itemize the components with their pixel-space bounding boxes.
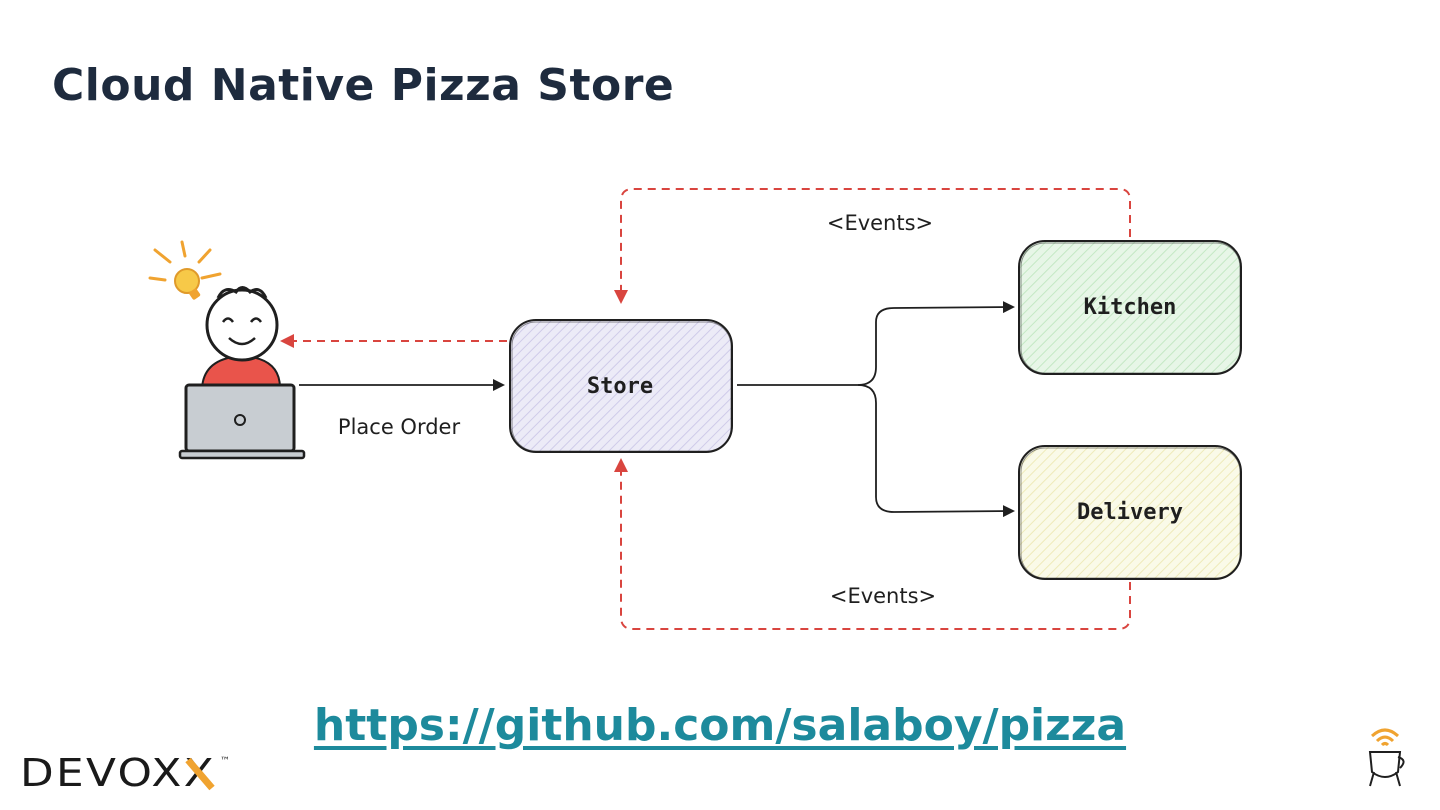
repo-link[interactable]: https://github.com/salaboy/pizza	[313, 700, 1127, 751]
lightbulb-icon	[148, 240, 222, 300]
laptop-icon	[178, 383, 306, 460]
store-node: Store	[509, 319, 733, 453]
page-title: Cloud Native Pizza Store	[52, 60, 675, 111]
kitchen-label: Kitchen	[1084, 295, 1177, 320]
devoxx-logo-text: DEVOXX	[20, 752, 216, 792]
events-label-bottom: <Events>	[830, 584, 936, 608]
events-label-top: <Events>	[827, 211, 933, 235]
user-icon	[148, 240, 306, 460]
kitchen-node: Kitchen	[1018, 240, 1242, 375]
architecture-diagram: <Events> <Events> Place Order Store Kitc…	[148, 188, 1242, 630]
store-to-delivery-arrow	[857, 384, 1015, 518]
place-order-label: Place Order	[338, 415, 461, 439]
delivery-label: Delivery	[1077, 500, 1183, 525]
events-loop-bottom	[614, 458, 1131, 630]
devoxx-trademark: ™	[220, 756, 230, 767]
events-loop-top	[614, 188, 1131, 304]
devoxx-logo: DEVOXX ™	[20, 751, 240, 796]
store-to-kitchen-arrow	[737, 301, 1015, 386]
mascot-icon	[1360, 722, 1410, 796]
delivery-node: Delivery	[1018, 445, 1242, 580]
store-label: Store	[587, 374, 653, 399]
